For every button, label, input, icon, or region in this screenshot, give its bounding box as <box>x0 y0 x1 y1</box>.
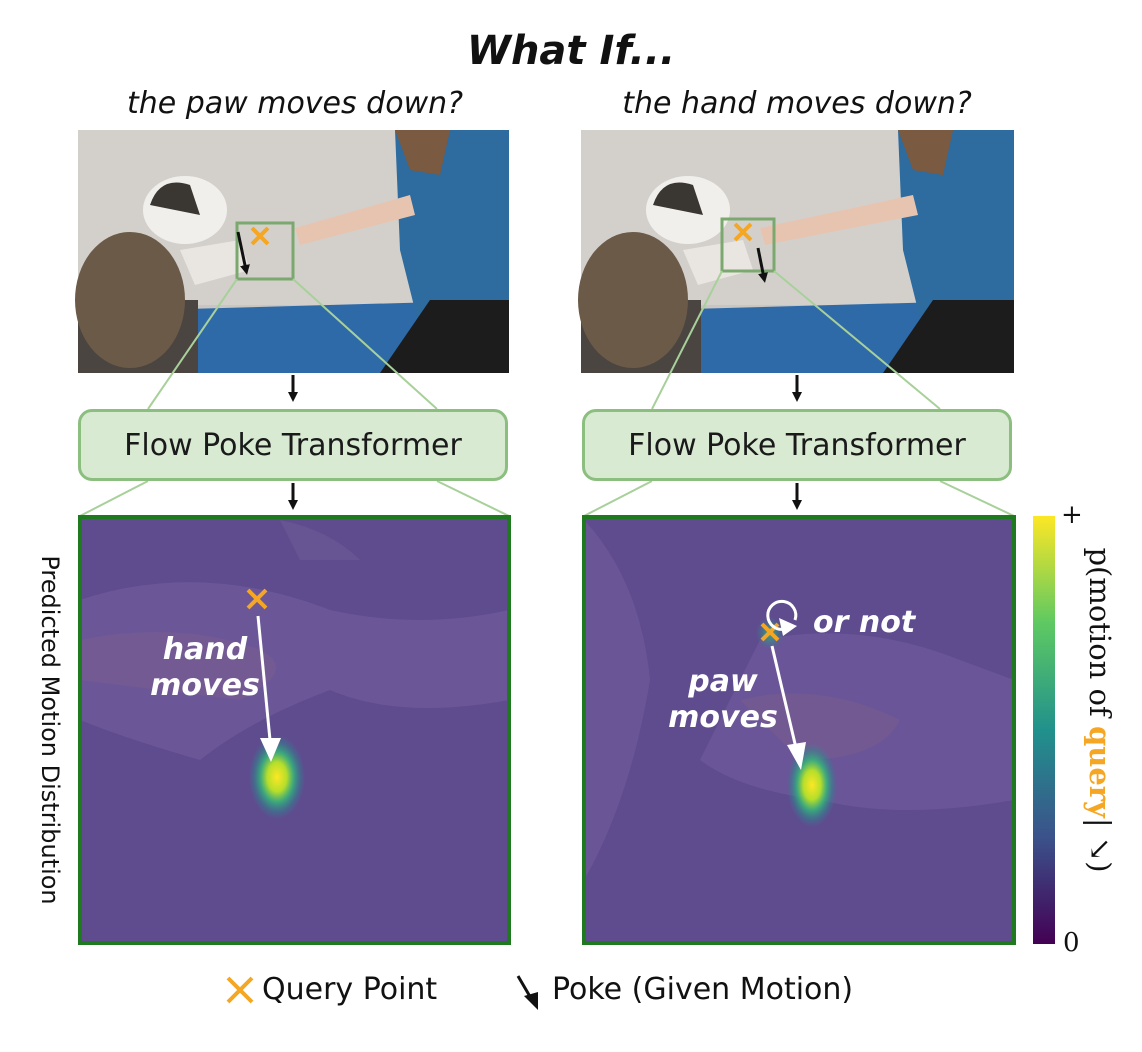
colorbar-bottom-tick: 0 <box>1063 928 1080 958</box>
left-annotation: hand moves <box>150 632 260 704</box>
left-annotation-line-1: hand <box>162 632 248 667</box>
right-extra-annotation: or not <box>813 605 916 640</box>
colorbar-label-query: query <box>1083 725 1117 818</box>
colorbar-label-suffix: | <box>1083 817 1117 828</box>
left-heatmap-motion-arrow <box>256 615 272 741</box>
flow-arrows <box>288 375 802 510</box>
colorbar <box>1033 516 1055 944</box>
right-heatmap <box>582 515 1016 945</box>
legend-query-cross-icon <box>226 976 254 1004</box>
right-heatmap-circular-arrow-icon <box>766 599 798 631</box>
left-zoom-box <box>235 221 295 281</box>
side-axis-label: Predicted Motion Distribution <box>36 555 64 905</box>
left-model-box: Flow Poke Transformer <box>78 409 508 481</box>
right-heatmap-frame <box>582 515 1016 945</box>
left-photo-query-cross-icon <box>250 226 270 246</box>
legend-query-label: Query Point <box>262 972 438 1007</box>
right-heatmap-motion-arrow <box>770 645 798 749</box>
right-zoom-box <box>720 217 776 273</box>
colorbar-top-tick: + <box>1061 500 1083 530</box>
colorbar-label-prefix: p(motion of <box>1083 547 1117 726</box>
legend-poke-arrow-icon <box>516 975 538 1010</box>
legend-poke-label: Poke (Given Motion) <box>552 972 854 1007</box>
right-photo <box>578 130 1014 373</box>
left-photo-poke-arrow-icon <box>236 231 250 275</box>
right-model-box: Flow Poke Transformer <box>582 409 1012 481</box>
right-annotation-line-1: paw <box>688 664 758 699</box>
zoom-connectors <box>79 270 1015 517</box>
left-heatmap-frame <box>78 515 511 945</box>
colorbar-label: p(motion of query| ↘) <box>1083 500 1117 920</box>
right-photo-poke-arrow-icon <box>756 247 768 283</box>
right-photo-query-cross-icon <box>733 222 753 242</box>
left-heatmap-query-cross-icon <box>246 588 268 610</box>
figure-title: What If... <box>466 28 676 74</box>
colorbar-poke-arrow-icon: ↘) <box>1083 836 1117 873</box>
right-annotation-line-2: moves <box>668 700 778 735</box>
left-photo <box>75 130 509 373</box>
left-subtitle: the paw moves down? <box>126 86 464 121</box>
left-motion-blob <box>249 735 305 819</box>
left-annotation-line-2: moves <box>150 668 260 703</box>
right-subtitle: the hand moves down? <box>622 86 972 121</box>
left-heatmap <box>78 515 511 945</box>
right-annotation: paw moves <box>668 664 778 736</box>
